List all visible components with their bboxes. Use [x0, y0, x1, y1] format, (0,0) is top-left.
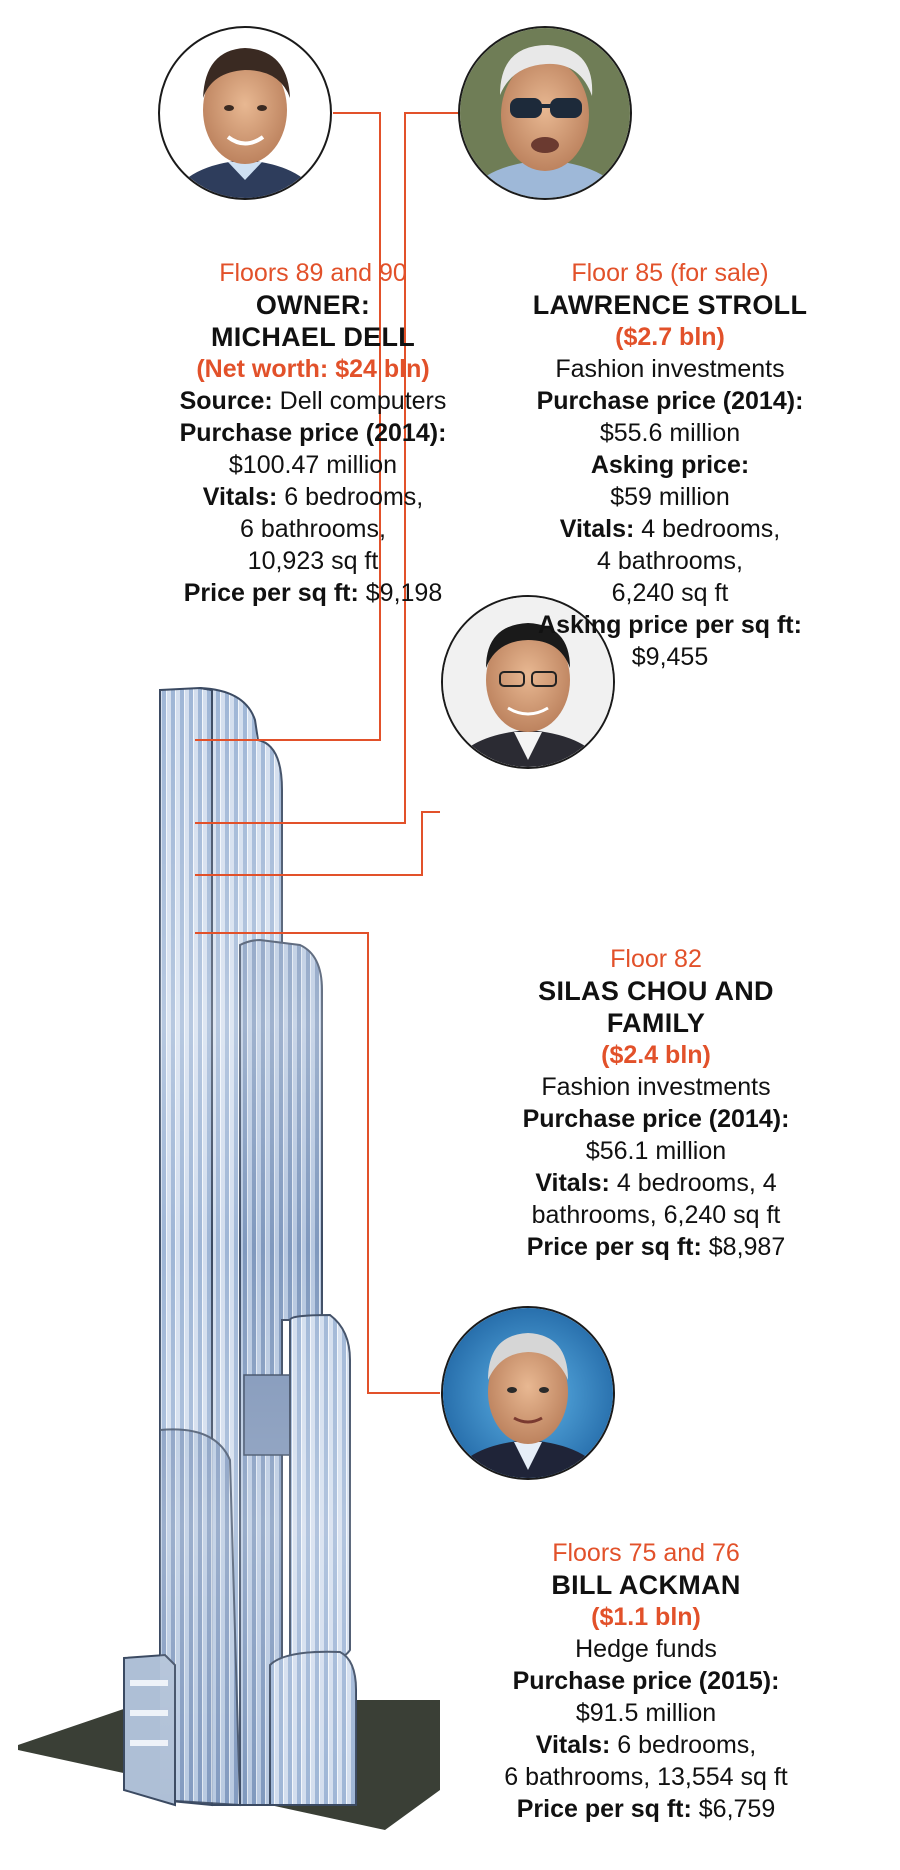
- vitals-value: 6 bedrooms,: [284, 483, 424, 511]
- profile-michael-dell: Floors 89 and 90 OWNER: MICHAEL DELL (Ne…: [118, 257, 508, 609]
- purchase-label: Purchase price (2014):: [522, 1105, 790, 1133]
- net-worth: ($1.1 bln): [591, 1603, 701, 1631]
- purchase-label: Purchase price (2014):: [536, 387, 804, 415]
- asking-value: $59 million: [610, 483, 730, 511]
- source-value: Fashion investments: [555, 355, 785, 383]
- portrait-michael-dell: [158, 26, 332, 200]
- purchase-label: Purchase price (2014):: [179, 419, 447, 447]
- podium-window: [130, 1710, 168, 1716]
- source-value: Hedge funds: [575, 1635, 717, 1663]
- vitals-value: 6 bedrooms,: [617, 1731, 757, 1759]
- ppsf-value: $8,987: [708, 1233, 786, 1261]
- profile-silas-chou: Floor 82 SILAS CHOU AND FAMILY ($2.4 bln…: [456, 943, 856, 1263]
- net-worth: (Net worth: $24 bln): [196, 355, 430, 383]
- owner-name: LAWRENCE STROLL: [532, 290, 808, 320]
- leader-lines: [195, 112, 458, 1394]
- ppsf-row: Price per sq ft: $9,198: [118, 577, 508, 609]
- net-worth: ($2.7 bln): [615, 323, 725, 351]
- source-value: Fashion investments: [541, 1073, 771, 1101]
- vitals-row: Vitals: 6 bedrooms,: [118, 481, 508, 513]
- floor-label: Floors 89 and 90: [219, 259, 407, 287]
- glass-reflection: [160, 690, 356, 1805]
- owner-label: OWNER:: [255, 290, 371, 320]
- source-value: Dell computers: [279, 387, 447, 415]
- ppsf-row: Price per sq ft: $8,987: [456, 1231, 856, 1263]
- leader-line-chou: [195, 811, 440, 876]
- vitals-label: Vitals:: [559, 515, 635, 543]
- profile-lawrence-stroll: Floor 85 (for sale) LAWRENCE STROLL ($2.…: [480, 257, 860, 673]
- vitals-label: Vitals:: [202, 483, 278, 511]
- ppsf-row: Price per sq ft: $6,759: [446, 1793, 846, 1825]
- asking-label: Asking price:: [590, 451, 750, 479]
- purchase-label: Purchase price (2015):: [512, 1667, 780, 1695]
- ppsf-value: $9,455: [631, 643, 709, 671]
- ppsf-label: Asking price per sq ft:: [538, 611, 802, 639]
- ppsf-label: Price per sq ft:: [526, 1233, 702, 1261]
- purchase-value: $56.1 million: [585, 1137, 727, 1165]
- owner-name-cont: FAMILY: [606, 1008, 706, 1038]
- source-row: Source: Dell computers: [118, 385, 508, 417]
- vitals-line: 6,240 sq ft: [611, 579, 729, 607]
- floor-label: Floor 82: [610, 945, 702, 973]
- ppsf-label: Price per sq ft:: [183, 579, 359, 607]
- vitals-label: Vitals:: [535, 1169, 610, 1197]
- portrait-bill-ackman: [441, 1306, 615, 1480]
- source-label: Source:: [179, 387, 273, 415]
- podium-window: [130, 1680, 168, 1686]
- vitals-line: bathrooms, 6,240 sq ft: [531, 1201, 781, 1229]
- skyscraper-illustration: [123, 686, 357, 1807]
- purchase-value: $91.5 million: [575, 1699, 717, 1727]
- portrait-lawrence-stroll: [458, 26, 632, 200]
- floor-label: Floor 85 (for sale): [571, 259, 769, 287]
- ppsf-value: $6,759: [698, 1795, 776, 1823]
- net-worth: ($2.4 bln): [601, 1041, 711, 1069]
- vitals-line: 10,923 sq ft: [247, 547, 379, 575]
- owner-name: BILL ACKMAN: [551, 1570, 741, 1600]
- portrait-silas-chou: [441, 595, 615, 769]
- vitals-row: Vitals: 4 bedrooms, 4: [456, 1167, 856, 1199]
- vitals-row: Vitals: 6 bedrooms,: [446, 1729, 846, 1761]
- profile-bill-ackman: Floors 75 and 76 BILL ACKMAN ($1.1 bln) …: [446, 1537, 846, 1825]
- podium-window: [130, 1740, 168, 1746]
- purchase-value: $100.47 million: [228, 451, 398, 479]
- floor-label: Floors 75 and 76: [552, 1539, 740, 1567]
- vitals-row: Vitals: 4 bedrooms,: [480, 513, 860, 545]
- vitals-value: 4 bedrooms, 4: [616, 1169, 777, 1197]
- ppsf-value: $9,198: [365, 579, 443, 607]
- vitals-value: 4 bedrooms,: [641, 515, 781, 543]
- leader-line-dell: [195, 112, 381, 741]
- purchase-value: $55.6 million: [599, 419, 741, 447]
- vitals-line: 6 bathrooms, 13,554 sq ft: [504, 1763, 788, 1791]
- vitals-line: 4 bathrooms,: [597, 547, 743, 575]
- leader-line-ackman: [195, 932, 440, 1394]
- ppsf-label: Price per sq ft:: [516, 1795, 692, 1823]
- leader-line-stroll: [195, 112, 458, 824]
- vitals-label: Vitals:: [535, 1731, 611, 1759]
- owner-name: MICHAEL DELL: [210, 322, 416, 352]
- owner-name: SILAS CHOU AND: [538, 976, 774, 1006]
- vitals-line: 6 bathrooms,: [240, 515, 386, 543]
